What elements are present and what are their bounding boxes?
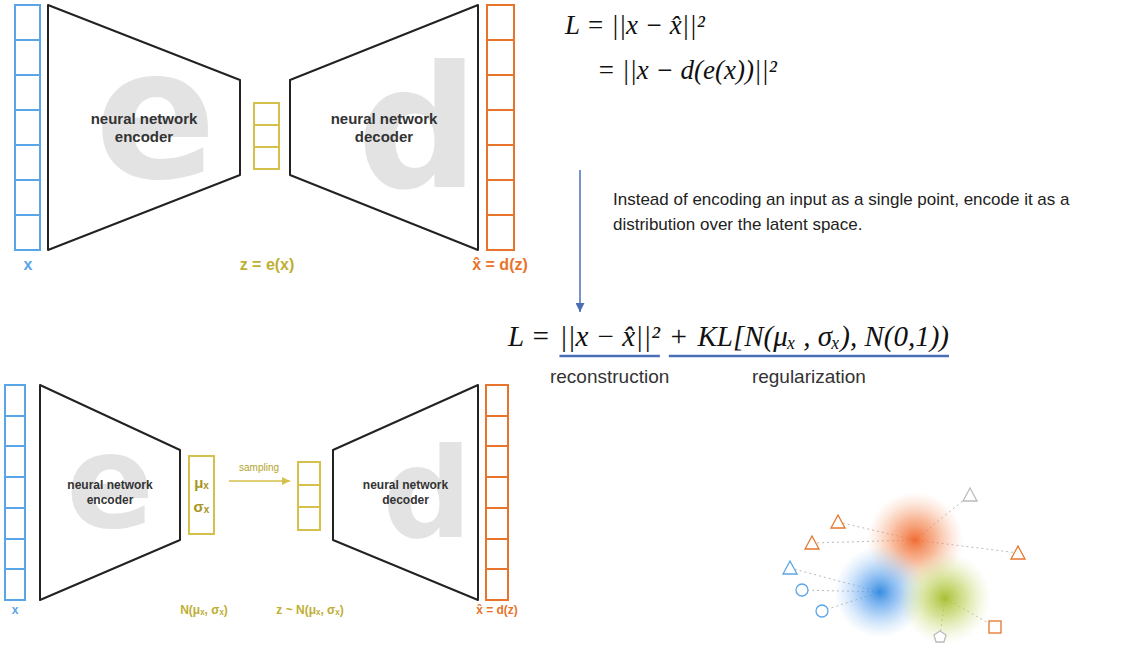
vector-label: x̂ = d(z): [472, 256, 528, 274]
trapezoid-shape: [40, 385, 180, 600]
triangle-sample: [831, 515, 845, 528]
triangle-sample: [805, 536, 819, 549]
circle-sample: [796, 584, 808, 596]
loss-formula-part: KL[N(μₓ , σₓ), N(0,1)): [697, 320, 949, 353]
annotation-note: Instead of encoding an input as a single…: [613, 188, 1083, 237]
node-label: neural network decoder: [322, 110, 447, 146]
vector-label: N(μₓ, σₓ): [180, 603, 228, 617]
vector-frame: [5, 385, 25, 600]
encoder-trapezoid: eneural network encoder: [48, 5, 240, 250]
loss-formula: L = ||x − x̂||²: [565, 10, 705, 41]
vector-frame: [487, 5, 514, 250]
sampling-arrow: [229, 480, 290, 482]
vector-label: x: [24, 256, 33, 274]
node-label: σₓ: [194, 498, 210, 516]
vector-label: z = e(x): [240, 256, 295, 274]
formula-row: L = ||x − x̂||² +KL[N(μₓ , σₓ), N(0,1)): [508, 320, 949, 353]
output-vector: [487, 5, 514, 250]
vector-frame: [486, 385, 508, 600]
loss-formula-part: ||x − x̂||²: [559, 320, 659, 353]
input-vector: [15, 5, 40, 250]
triangle-sample: [963, 488, 977, 501]
vector-cells: [486, 416, 508, 569]
node-label: neural network encoder: [60, 478, 160, 507]
node-label: neural network encoder: [82, 110, 207, 146]
triangle-sample: [1011, 546, 1025, 559]
trapezoid-shape: [333, 385, 478, 600]
loss-formula-part: +: [669, 320, 689, 353]
term-caption: regularization: [752, 366, 866, 388]
vector-cells: [487, 40, 514, 215]
vector-frame: [298, 462, 320, 530]
trapezoid-shape: [290, 5, 478, 250]
trapezoid-shape: [48, 5, 240, 250]
pentagon-sample: [934, 631, 946, 642]
node-label: neural network decoder: [356, 478, 456, 507]
term-caption: reconstruction: [550, 366, 669, 388]
term-underline: [669, 355, 949, 358]
output-vector: [486, 385, 508, 600]
vector-cells: [254, 125, 279, 147]
square-sample: [989, 621, 1001, 633]
latent-vector: [298, 462, 320, 530]
latent-space-illustration: [783, 488, 1025, 644]
green-cluster: [899, 552, 991, 644]
underline-group: [559, 356, 949, 357]
transition-arrow: [579, 170, 581, 312]
vector-label: x: [12, 603, 19, 617]
decoder-trapezoid: dneural network decoder: [290, 5, 478, 250]
decoder-trapezoid: dneural network decoder: [333, 385, 478, 600]
vector-frame: [15, 5, 40, 250]
circle-sample: [816, 605, 828, 617]
vector-label: x̂ = d(z): [476, 603, 518, 617]
latent-vector: [254, 103, 279, 169]
vector-label: z ~ N(μₓ, σₓ): [276, 603, 343, 617]
vector-cells: [15, 40, 40, 215]
distribution-box: μₓ σₓ: [188, 455, 215, 535]
input-vector: [5, 385, 25, 600]
loss-formula: = ||x − d(e(x))||²: [597, 55, 777, 86]
triangle-sample: [783, 561, 797, 574]
loss-formula-part: L =: [508, 320, 550, 353]
vector-cells: [298, 485, 320, 507]
arrow-label: sampling: [239, 462, 279, 473]
vector-cells: [5, 416, 25, 569]
encoder-trapezoid: eneural network encoder: [40, 385, 180, 600]
term-underline: [559, 355, 659, 358]
node-label: μₓ: [194, 474, 209, 492]
vector-frame: [254, 103, 279, 169]
